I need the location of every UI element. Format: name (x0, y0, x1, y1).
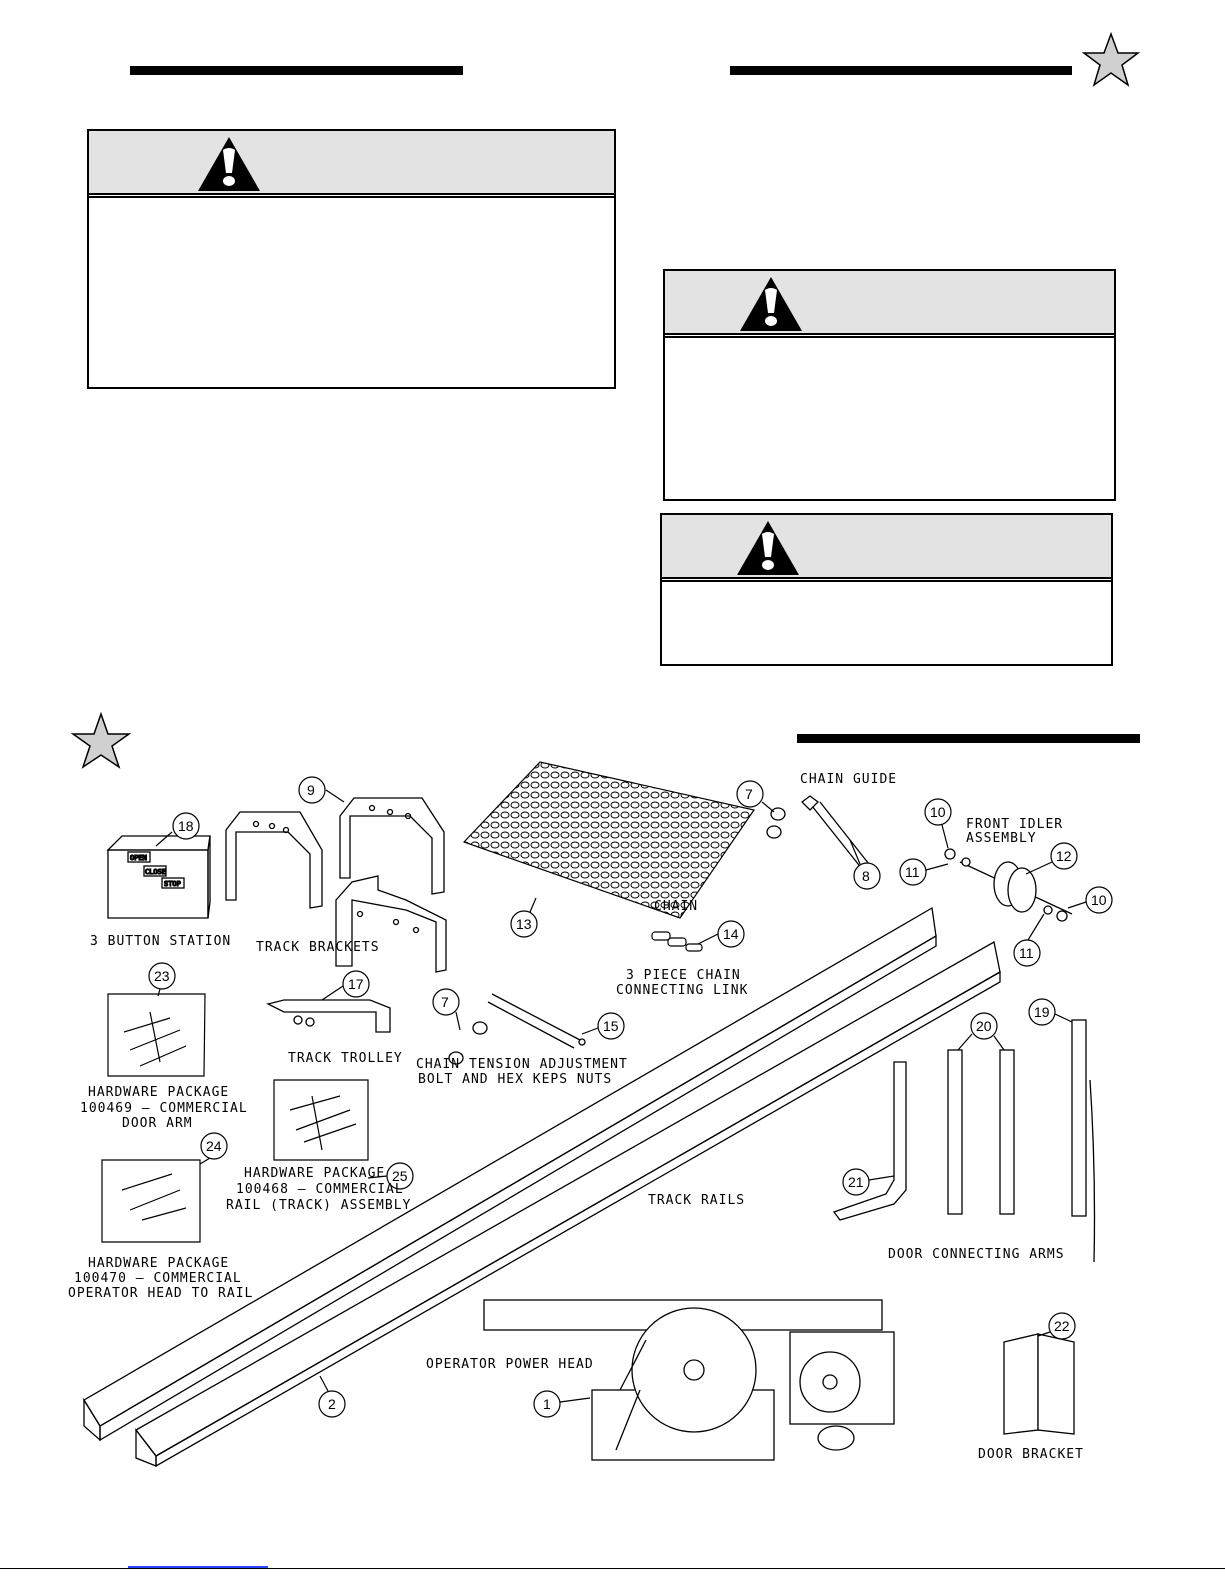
warning-body (662, 580, 1111, 664)
warning-triangle-icon (740, 277, 802, 331)
label-track-brackets: TRACK BRACKETS (256, 940, 380, 955)
callout-12: 12 (1056, 848, 1072, 864)
label-hw-100470-2: 100470 – COMMERCIAL (74, 1271, 242, 1286)
callout-7: 7 (745, 786, 753, 802)
front-idler-assembly (944, 848, 1073, 922)
label-door-bracket: DOOR BRACKET (978, 1447, 1084, 1462)
button-stop-label: STOP (164, 880, 181, 888)
operator-power-head (483, 1299, 895, 1461)
label-hw-100468-2: 100468 – COMMERCIAL (236, 1182, 404, 1197)
callout-19: 19 (1034, 1004, 1050, 1020)
callout-21: 21 (848, 1174, 864, 1190)
label-button-station: 3 BUTTON STATION (90, 934, 231, 949)
star-icon (71, 712, 131, 769)
label-hw-100468-3: RAIL (TRACK) ASSEMBLY (226, 1198, 411, 1213)
callout-22: 22 (1054, 1318, 1070, 1334)
callout-11: 11 (905, 864, 920, 880)
label-track-rails: TRACK RAILS (648, 1193, 745, 1208)
footer-link-underline (128, 1566, 268, 1568)
button-station: OPEN CLOSE STOP (106, 835, 211, 919)
warning-box (663, 269, 1116, 501)
track-rails (83, 906, 1001, 1468)
door-connecting-arms (832, 1019, 1096, 1263)
callout-10: 10 (930, 804, 946, 820)
label-chain-guide: CHAIN GUIDE (800, 772, 897, 787)
door-bracket (1003, 1333, 1075, 1435)
label-front-idler-2: ASSEMBLY (966, 831, 1037, 846)
callout-2: 2 (328, 1396, 336, 1412)
hardware-package-100469 (107, 993, 206, 1077)
hardware-package-100468 (273, 1079, 369, 1161)
track-trolley (266, 999, 391, 1033)
callout-20: 20 (976, 1018, 992, 1034)
callout-13: 13 (516, 916, 532, 932)
button-open-label: OPEN (130, 854, 147, 862)
parts-diagram: OPEN CLOSE STOP (68, 761, 1113, 1468)
label-hw-100469-3: DOOR ARM (122, 1116, 193, 1131)
label-connecting-link: 3 PIECE CHAIN (626, 968, 741, 983)
heading-rule-left (130, 66, 463, 75)
callout-10: 10 (1091, 892, 1107, 908)
connecting-link (651, 931, 703, 952)
callout-8: 8 (862, 868, 870, 884)
callouts (148, 776, 1113, 1418)
callout-23: 23 (154, 968, 170, 984)
label-connecting-link-2: CONNECTING LINK (616, 983, 748, 998)
label-tension-bolt: CHAIN TENSION ADJUSTMENT (416, 1057, 628, 1072)
callout-9: 9 (307, 782, 315, 798)
warning-box (87, 129, 616, 389)
track-brackets (225, 797, 447, 973)
heading-rule-right (730, 66, 1072, 75)
callout-17: 17 (348, 976, 364, 992)
warning-box (660, 513, 1113, 666)
warning-triangle-icon (198, 137, 260, 191)
tension-bolt (448, 993, 586, 1065)
label-hw-100469-2: 100469 – COMMERCIAL (80, 1101, 248, 1116)
warning-header (89, 131, 614, 195)
chain-coil (462, 761, 755, 919)
section-rule (797, 734, 1140, 743)
callout-24: 24 (206, 1138, 222, 1154)
label-hw-100469: HARDWARE PACKAGE (88, 1085, 229, 1100)
label-hw-100470-3: OPERATOR HEAD TO RAIL (68, 1286, 253, 1301)
warning-body (665, 336, 1114, 499)
label-chain: CHAIN (654, 899, 698, 914)
callout-7: 7 (441, 994, 449, 1010)
callout-1: 1 (543, 1396, 551, 1412)
callout-14: 14 (723, 926, 739, 942)
label-door-arms: DOOR CONNECTING ARMS (888, 1247, 1065, 1262)
callout-18: 18 (178, 818, 194, 834)
warning-header (662, 515, 1111, 579)
callout-25: 25 (392, 1168, 408, 1184)
callout-11: 11 (1019, 945, 1034, 961)
warning-body (89, 196, 614, 387)
warning-triangle-icon (737, 521, 799, 575)
star-icon (1082, 32, 1140, 87)
label-power-head: OPERATOR POWER HEAD (426, 1357, 594, 1372)
label-tension-bolt-2: BOLT AND HEX KEPS NUTS (418, 1072, 612, 1087)
label-hw-100468: HARDWARE PACKAGE (244, 1166, 385, 1181)
label-hw-100470: HARDWARE PACKAGE (88, 1256, 229, 1271)
button-close-label: CLOSE (145, 868, 166, 876)
footer-rule (0, 1568, 1225, 1569)
warning-header (665, 271, 1114, 335)
label-track-trolley: TRACK TROLLEY (288, 1051, 403, 1066)
callout-15: 15 (603, 1018, 619, 1034)
label-front-idler: FRONT IDLER (966, 817, 1063, 832)
hardware-package-100470 (101, 1159, 201, 1243)
